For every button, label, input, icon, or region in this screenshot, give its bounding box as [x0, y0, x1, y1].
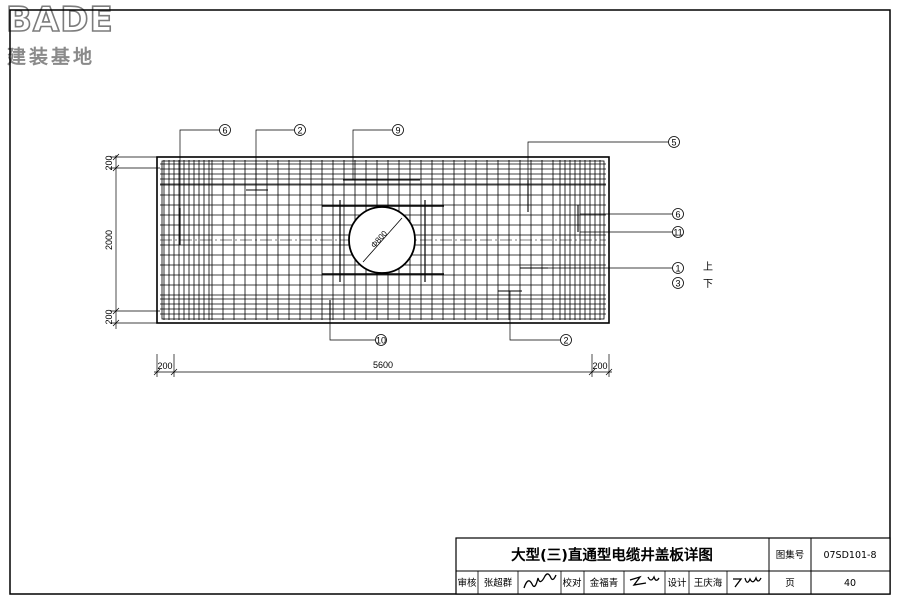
leader-lines: [179, 129, 672, 341]
svg-text:9: 9: [395, 125, 400, 135]
dim-top-edge: 200: [104, 155, 114, 170]
svg-text:6: 6: [675, 209, 680, 219]
logo-brand: BADE: [5, 0, 114, 41]
designer-name: 王庆海: [694, 577, 723, 589]
sheet-border: [9, 9, 891, 595]
logo-subtitle: 建装基地: [7, 46, 96, 68]
svg-text:2: 2: [297, 125, 302, 135]
callout-3: 3: [672, 277, 684, 289]
svg-text:3: 3: [675, 278, 680, 288]
horizontal-dimensions: 200 5600 200: [153, 354, 613, 377]
svg-text:11: 11: [673, 227, 682, 237]
atlas-number-label: 图集号: [776, 549, 805, 561]
dim-height: 2000: [104, 230, 114, 250]
svg-text:10: 10: [376, 335, 386, 345]
layer-label-lower: 下: [703, 279, 713, 290]
dim-length: 5600: [373, 360, 393, 370]
svg-text:6: 6: [222, 125, 227, 135]
checker-name: 金福青: [590, 577, 619, 589]
dim-right-edge: 200: [592, 361, 607, 371]
dim-left-edge: 200: [157, 361, 172, 371]
cover-slab-plan: Φ800: [156, 156, 610, 324]
drawing-title: 大型(三)直通型电缆井盖板详图: [511, 546, 713, 564]
callout-9: 9: [392, 124, 404, 136]
callout-11: 11: [672, 226, 684, 238]
design-label: 设计: [667, 577, 687, 589]
page-number: 40: [844, 578, 856, 589]
dim-bottom-edge: 200: [104, 309, 114, 324]
callout-2-top: 2: [294, 124, 306, 136]
vertical-dimensions: 200 2000 200: [104, 153, 160, 329]
check-label: 校对: [562, 577, 582, 589]
callout-1: 1: [672, 262, 684, 274]
layer-label-upper: 上: [703, 261, 713, 273]
callout-5: 5: [668, 136, 680, 148]
reviewer-signature: [523, 573, 557, 589]
svg-text:5: 5: [671, 137, 676, 147]
page-label: 页: [785, 578, 795, 589]
callouts: 6 2 9 5 6 11 1 3 10 2: [219, 124, 684, 346]
callout-6-top: 6: [219, 124, 231, 136]
bade-logo: BADE 建装基地: [5, 0, 136, 68]
atlas-number: 07SD101-8: [823, 550, 876, 561]
callout-6-right: 6: [672, 208, 684, 220]
callout-10: 10: [375, 334, 387, 346]
checker-signature: [629, 575, 660, 586]
reviewer-name: 张超群: [484, 577, 513, 589]
designer-signature: [733, 576, 762, 588]
svg-text:2: 2: [563, 335, 568, 345]
review-label: 审核: [457, 577, 477, 589]
callout-2-bottom: 2: [560, 334, 572, 346]
title-block: 大型(三)直通型电缆井盖板详图 图集号 07SD101-8 审核 张超群 校对 …: [455, 537, 891, 595]
svg-text:1: 1: [675, 263, 680, 273]
hole-diameter-line: [362, 217, 403, 263]
